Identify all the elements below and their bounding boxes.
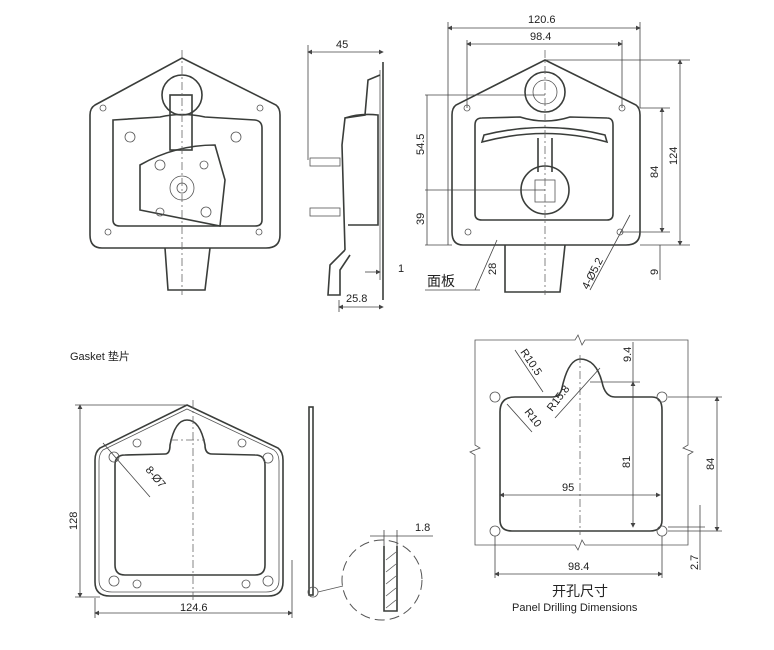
dim-holes: 4-Ø5.2 (580, 256, 606, 291)
dim-r-corner: R10 (522, 406, 544, 429)
dim-upper-height: 54.5 (415, 134, 427, 155)
dim-gasket-holes: 8-Ø7 (143, 464, 168, 490)
front-view-latch (89, 50, 281, 295)
dim-side-depth: 45 (336, 39, 348, 51)
dim-lower-height: 39 (415, 213, 427, 225)
dim-hole-vertical: 84 (649, 166, 661, 178)
side-view-latch: 45 1 25.8 (307, 39, 404, 312)
dim-plate-thickness: 1 (398, 263, 404, 275)
dim-gasket-thickness: 1.8 (415, 522, 430, 534)
dim-gasket-width: 124.6 (180, 602, 208, 614)
dim-width-overall: 120.6 (528, 14, 556, 26)
panel-drilling-title-en: Panel Drilling Dimensions (512, 602, 638, 614)
dim-height-overall: 124 (668, 147, 680, 165)
panel-drilling-drawing: R10.5 R15.8 R10 9.4 81 95 84 2.7 98.4 开孔… (469, 334, 722, 614)
dim-bottom-offset: 9 (649, 269, 661, 275)
dim-hole-spacing-panel: 98.4 (568, 561, 589, 573)
dim-hole-offset: 2.7 (689, 555, 701, 570)
gasket-title: Gasket 垫片 (70, 349, 130, 363)
dim-cut-height: 81 (621, 456, 633, 468)
dim-handle-width: 28 (487, 263, 499, 275)
dim-bump-height: 9.4 (622, 347, 634, 362)
dim-hole-vertical-panel: 84 (705, 458, 717, 470)
dim-handle-depth: 25.8 (346, 293, 367, 305)
panel-drilling-title-cn: 开孔尺寸 (552, 584, 608, 600)
dim-cut-width: 95 (562, 482, 574, 494)
dim-r-bump: R15.8 (545, 383, 573, 414)
dim-gasket-height: 128 (68, 512, 80, 530)
front-view-dimensioned: 120.6 98.4 54.5 39 84 124 9 28 4-Ø5.2 面板 (415, 14, 690, 295)
label-panel: 面板 (427, 274, 455, 290)
gasket-drawing: Gasket 垫片 8-Ø7 128 124.6 1.8 (68, 349, 433, 621)
dim-hole-spacing: 98.4 (530, 31, 551, 43)
